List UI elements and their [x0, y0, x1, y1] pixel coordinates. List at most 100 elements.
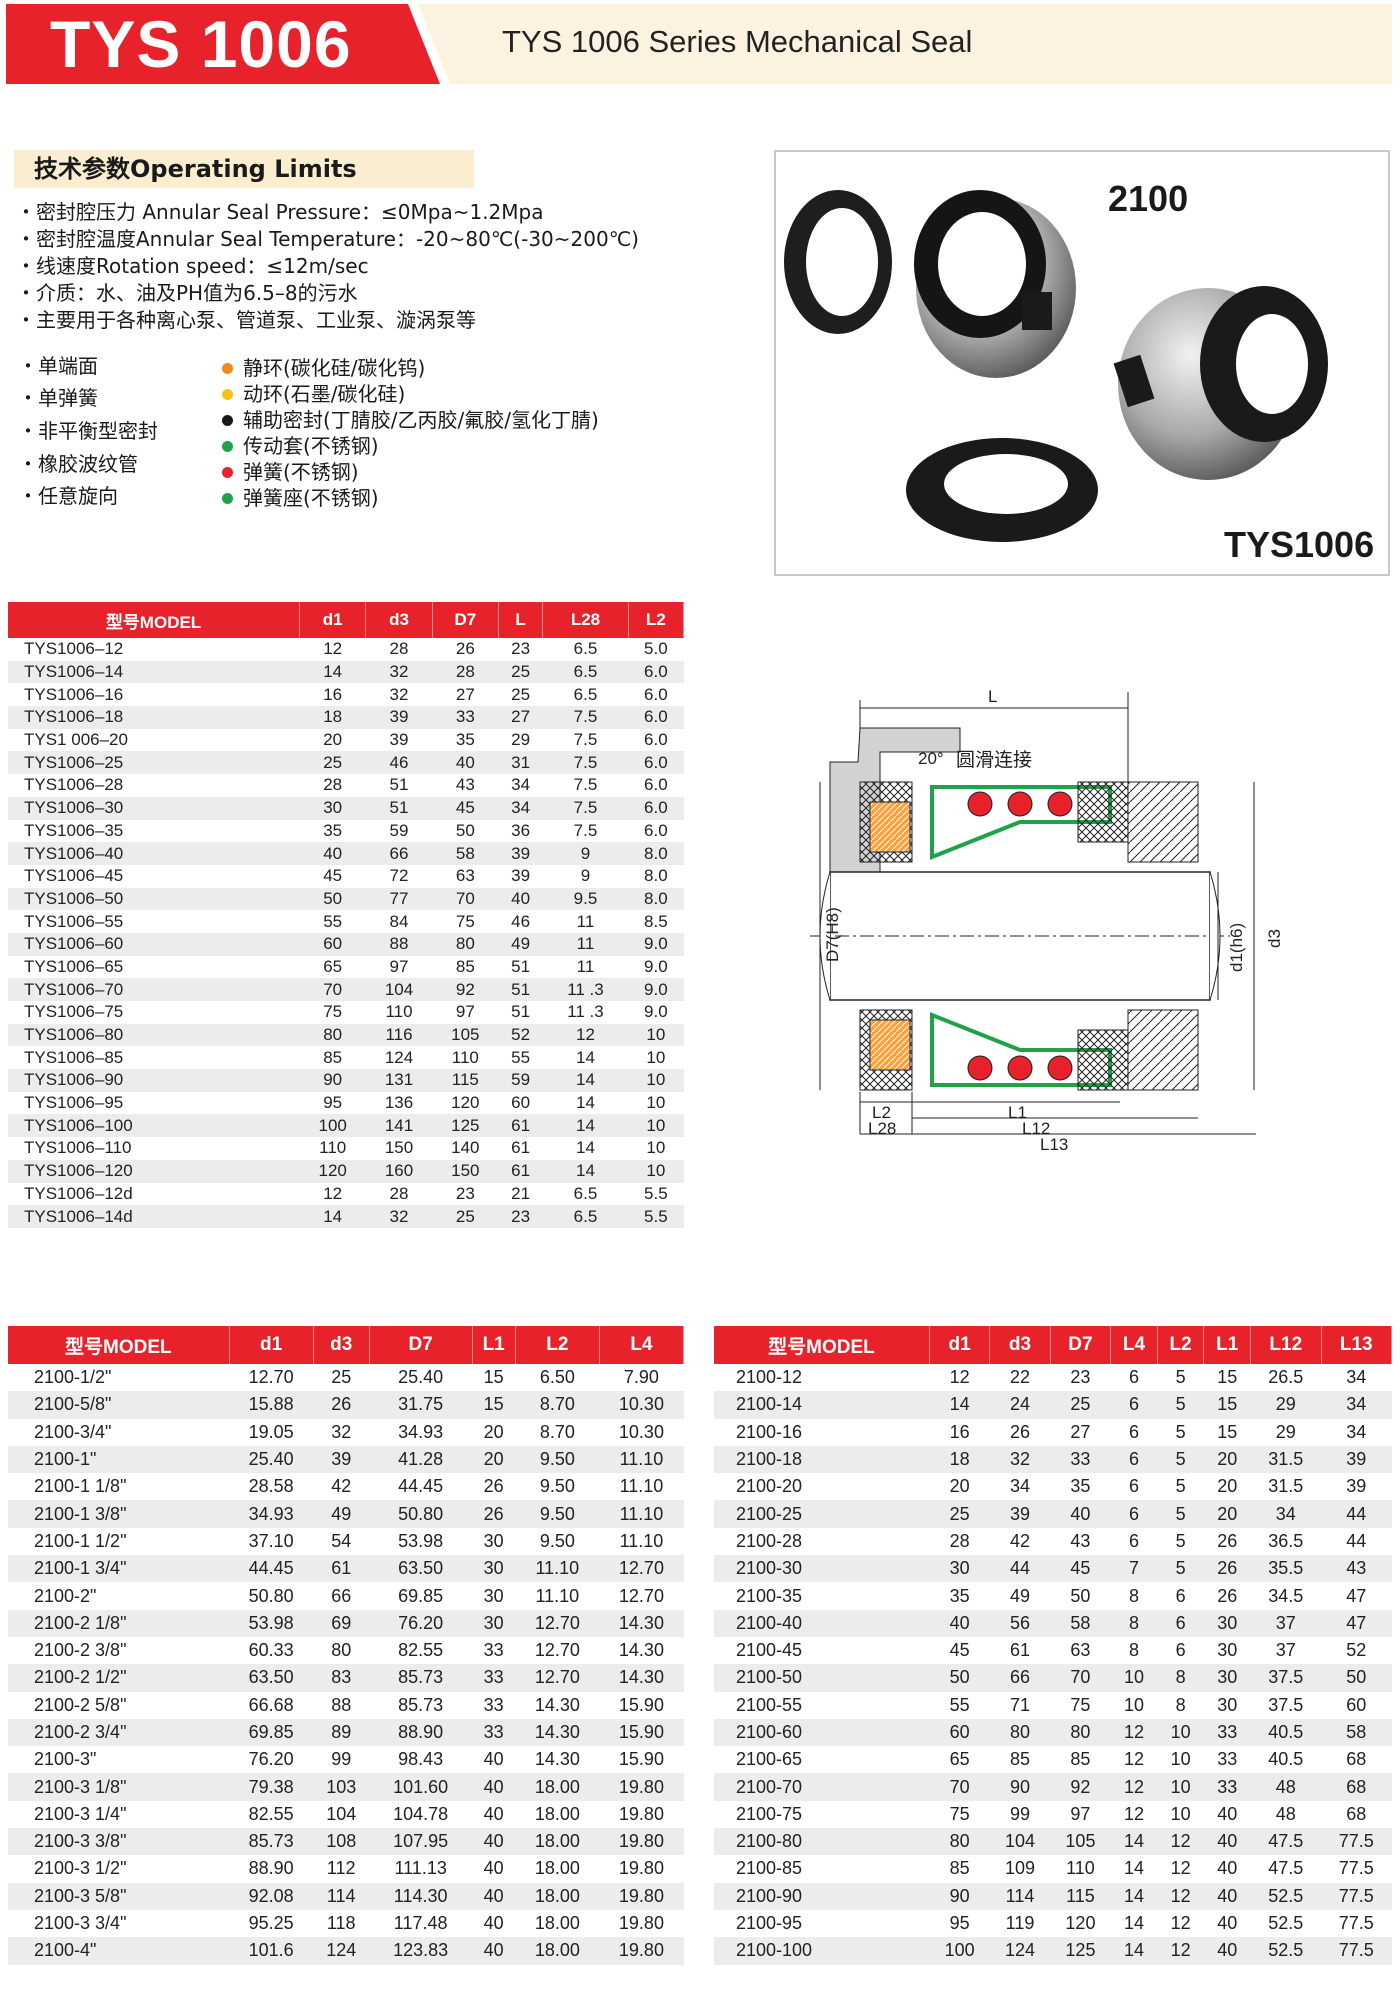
dim-label-l13: L13 [1040, 1135, 1068, 1154]
value-cell: 9 [542, 864, 629, 888]
value-cell: 39 [365, 728, 433, 752]
value-cell: 50 [1321, 1664, 1392, 1692]
model-cell: 2100-45 [714, 1636, 930, 1665]
value-cell: 43 [432, 774, 499, 797]
model-cell: TYS1006–40 [8, 842, 300, 865]
header-banner [418, 4, 1392, 84]
value-cell: 150 [365, 1137, 433, 1160]
value-cell: 112 [313, 1855, 370, 1883]
model-cell: 2100-14 [714, 1391, 930, 1419]
value-cell: 6.5 [542, 660, 629, 684]
model-cell: TYS1006–85 [8, 1046, 300, 1070]
column-header: d3 [365, 602, 433, 638]
value-cell: 26 [1203, 1582, 1251, 1610]
value-cell: 12.70 [515, 1636, 600, 1665]
value-cell: 19.80 [599, 1773, 684, 1801]
value-cell: 42 [313, 1473, 370, 1501]
value-cell: 80 [989, 1718, 1051, 1747]
value-cell: 34 [1321, 1391, 1392, 1419]
value-cell: 18 [299, 706, 366, 729]
value-cell: 92.08 [229, 1882, 314, 1910]
value-cell: 31.5 [1250, 1445, 1321, 1474]
value-cell: 5 [1157, 1555, 1204, 1583]
value-cell: 36 [498, 819, 543, 843]
value-cell: 39 [313, 1445, 370, 1474]
value-cell: 11 [542, 910, 629, 933]
value-cell: 6.0 [628, 728, 684, 752]
value-cell: 47.5 [1250, 1828, 1321, 1856]
value-cell: 61 [313, 1555, 370, 1583]
value-cell: 10 [628, 1046, 684, 1070]
model-cell: 2100-18 [714, 1445, 930, 1474]
value-cell: 8.70 [515, 1418, 600, 1446]
value-cell: 10 [1157, 1773, 1204, 1801]
feature-item: ・任意旋向 [18, 484, 118, 508]
value-cell: 48 [1250, 1800, 1321, 1829]
value-cell: 6.50 [515, 1364, 600, 1392]
value-cell: 5 [1157, 1527, 1204, 1556]
value-cell: 61 [498, 1114, 543, 1138]
value-cell: 44.45 [229, 1555, 314, 1583]
column-header: L12 [1250, 1326, 1322, 1364]
value-cell: 9.50 [515, 1445, 600, 1474]
value-cell: 34.5 [1250, 1582, 1321, 1610]
value-cell: 59 [498, 1069, 543, 1092]
feature-item: ・单弹簧 [18, 386, 98, 410]
value-cell: 40 [1050, 1500, 1111, 1528]
value-cell: 6.5 [542, 1182, 629, 1206]
value-cell: 99 [313, 1746, 370, 1774]
model-cell: 2100-3" [8, 1746, 230, 1774]
value-cell: 30 [1203, 1636, 1251, 1665]
model-cell: 2100-3 1/2" [8, 1855, 230, 1883]
value-cell: 40 [472, 1882, 516, 1910]
value-cell: 54 [313, 1527, 370, 1556]
value-cell: 110 [1050, 1855, 1111, 1883]
value-cell: 48 [1250, 1773, 1321, 1801]
value-cell: 5 [1157, 1500, 1204, 1528]
value-cell: 9 [542, 842, 629, 865]
value-cell: 100 [929, 1937, 990, 1965]
model-cell: TYS1 006–20 [8, 728, 300, 752]
model-cell: 2100-85 [714, 1855, 930, 1883]
value-cell: 40 [472, 1855, 516, 1883]
value-cell: 68 [1321, 1800, 1392, 1829]
value-cell: 105 [1050, 1828, 1111, 1856]
value-cell: 9.50 [515, 1500, 600, 1528]
value-cell: 8 [1110, 1636, 1158, 1665]
value-cell: 9.50 [515, 1527, 600, 1556]
value-cell: 80 [313, 1636, 370, 1665]
value-cell: 40 [498, 887, 543, 911]
column-header: L4 [1110, 1326, 1158, 1364]
value-cell: 20 [1203, 1500, 1251, 1528]
dim-label-d3: d3 [1265, 929, 1284, 948]
value-cell: 34 [498, 796, 543, 820]
value-cell: 40 [1203, 1937, 1251, 1965]
value-cell: 25 [432, 1205, 499, 1228]
column-header: L [498, 602, 544, 638]
value-cell: 28 [929, 1527, 990, 1556]
value-cell: 109 [989, 1855, 1051, 1883]
value-cell: 26 [1203, 1555, 1251, 1583]
table-header-row: 型号MODEL d1 d3 D7 L4 L2 L1 L12 L13 [714, 1326, 1392, 1364]
column-header: L1 [472, 1326, 516, 1364]
value-cell: 5 [1157, 1364, 1204, 1392]
value-cell: 18.00 [515, 1773, 600, 1801]
seal-cross-section-diagram: L 20° 圆滑连接 D7(H8) d1(h6) d3 L2 L28 L1 L1… [810, 687, 1284, 1154]
photo-label-tys1006: TYS1006 [1224, 524, 1375, 565]
column-header: L13 [1321, 1326, 1392, 1364]
value-cell: 52.5 [1250, 1937, 1321, 1965]
value-cell: 14 [1110, 1909, 1158, 1938]
value-cell: 33 [432, 706, 499, 729]
value-cell: 16 [299, 683, 366, 707]
value-cell: 10 [1157, 1800, 1204, 1829]
model-cell: TYS1006–14 [8, 660, 300, 684]
value-cell: 25.40 [229, 1445, 314, 1474]
value-cell: 11.10 [515, 1555, 600, 1583]
